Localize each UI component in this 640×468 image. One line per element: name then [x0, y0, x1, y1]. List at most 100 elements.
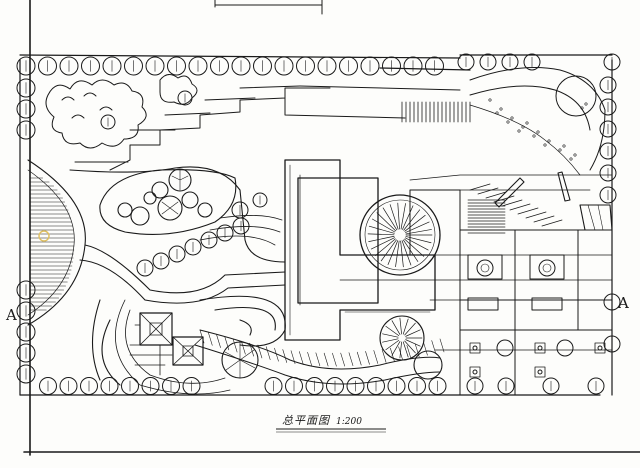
stair-tread	[485, 191, 507, 199]
stair-tread	[533, 215, 555, 223]
ground-cover-dot	[558, 148, 562, 152]
tree-symbol	[16, 56, 36, 76]
ground-cover-dot	[569, 157, 573, 161]
tree-symbol	[210, 56, 229, 76]
path-hatch-line	[265, 346, 271, 360]
ground-cover-dot	[499, 107, 503, 111]
tree-symbol	[339, 56, 358, 76]
canopy-branch	[405, 221, 430, 233]
canopy-branch	[368, 225, 395, 234]
path-hatch-line	[207, 332, 213, 346]
ground-cover-dot	[580, 106, 584, 110]
ground-cover-dot	[495, 111, 499, 115]
ground-cover-dot	[543, 143, 547, 147]
pavilions	[129, 312, 204, 376]
path-hatch-line	[282, 349, 288, 363]
central-building	[284, 159, 461, 341]
canopy-branch	[404, 237, 429, 251]
tree-symbol	[603, 335, 621, 353]
ground-cover-dot	[510, 116, 514, 120]
tree-branch	[391, 320, 401, 335]
tree-branch	[402, 318, 409, 335]
path-hatch-line	[315, 352, 321, 367]
canopy-branch	[400, 203, 406, 230]
path-hatch-line	[323, 352, 329, 367]
tree-symbol	[136, 259, 154, 277]
tree-symbol	[81, 56, 100, 76]
tree-symbol	[317, 56, 337, 76]
canopy-branch	[397, 202, 400, 230]
tree-symbol	[367, 377, 385, 395]
planter-dot	[472, 369, 478, 375]
tree-symbol	[252, 192, 268, 208]
planter-dot	[472, 345, 478, 351]
tree-symbol	[296, 56, 315, 76]
planter-box	[469, 366, 481, 378]
planter-dot	[597, 345, 603, 351]
path-hatch-line	[423, 341, 428, 356]
stair-tread	[477, 187, 499, 195]
canopy-branch	[376, 212, 397, 232]
section-mark-right: A	[618, 294, 629, 312]
large-canopy-tree	[359, 194, 441, 276]
tree-branch	[405, 339, 421, 347]
tree-branch	[385, 325, 400, 336]
path-hatch-line	[290, 350, 296, 364]
tree-symbol	[599, 120, 617, 138]
ground-cover-dot	[573, 153, 577, 157]
tree-symbol	[305, 377, 324, 395]
canopy-branch	[404, 214, 426, 232]
tree-branch	[382, 338, 399, 343]
stair-tread	[517, 207, 539, 215]
right-plaza-grid	[339, 229, 613, 396]
tree-symbol	[16, 343, 36, 363]
tree-branch	[382, 333, 399, 338]
ground-cover-dot	[488, 98, 492, 102]
tree-symbol	[152, 252, 170, 270]
planting-island	[99, 168, 237, 236]
tree-symbol	[408, 377, 426, 395]
tree-symbol	[16, 78, 36, 98]
path-hatch-line	[406, 345, 412, 359]
tree-symbol	[599, 76, 617, 94]
tree-symbol	[360, 56, 380, 76]
tree-symbol	[216, 224, 234, 242]
tree-symbol	[587, 377, 605, 395]
path-hatch-line	[257, 344, 263, 359]
canopy-branch	[370, 237, 395, 250]
planter-dot	[537, 369, 543, 375]
tree-symbol	[496, 339, 514, 357]
path-hatch-line	[431, 340, 437, 354]
canopy-branch	[400, 240, 404, 268]
benches-top-right	[494, 171, 613, 231]
ground-cover-dot	[562, 144, 566, 148]
canopy-branch	[367, 233, 395, 236]
planter-box	[534, 342, 546, 354]
path-hatch-line	[216, 334, 221, 348]
canopy-branch	[395, 240, 400, 268]
tree-symbol	[162, 377, 180, 395]
canopy-branch	[382, 207, 398, 231]
tree-symbol	[16, 301, 36, 321]
tree-symbol	[599, 186, 617, 204]
canopy-branch	[403, 209, 421, 231]
tree-symbol	[264, 377, 283, 395]
tree-symbol	[38, 56, 57, 76]
stair-tread	[501, 199, 523, 207]
tree-symbol	[542, 377, 560, 395]
contour-lines	[115, 215, 283, 395]
tree-symbol	[59, 56, 79, 76]
stair-tread	[509, 203, 531, 211]
tree-symbol	[231, 201, 249, 219]
canopy-branch	[405, 229, 432, 235]
canopy-branch	[375, 238, 396, 256]
path-hatch-line	[348, 352, 354, 366]
tree-symbol	[403, 56, 423, 76]
tree-symbol	[168, 245, 186, 263]
tree-symbol	[523, 53, 541, 71]
tree-rows	[16, 53, 621, 395]
shrub-mass-upper-left	[45, 74, 198, 149]
tree-branch	[399, 341, 402, 359]
